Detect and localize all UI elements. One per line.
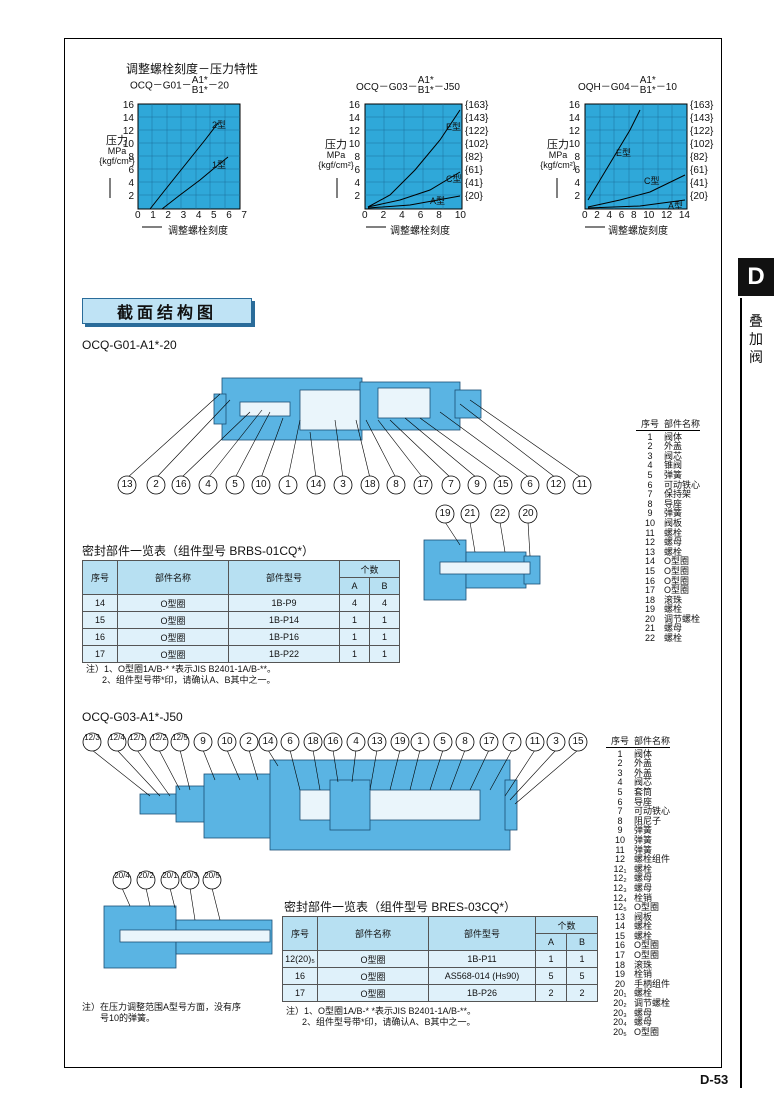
model1-seal-title: 密封部件一览表（组件型号 BRBS-01CQ*）	[82, 544, 315, 558]
chart-3-xlabel: 调整螺旋刻度	[608, 226, 668, 237]
model1-title: OCQ-G01-A1*-20	[82, 338, 177, 352]
chart-3-curve-label-c: C型	[644, 176, 660, 186]
chart-1: OCQ－G01－A1*B1*－20	[100, 76, 280, 236]
chart-2-curve-label-e: E型	[446, 122, 462, 132]
chart-2-plot	[364, 103, 463, 210]
model2-seal-title: 密封部件一览表（组件型号 BRES-03CQ*）	[284, 900, 517, 914]
charts-svg	[109, 103, 688, 228]
page-number: D-53	[700, 1072, 729, 1087]
chart-3-plot	[584, 103, 688, 210]
model1-callouts: 13 2 16 4 5 10 1 14 3 18 8 17 7 9 15 6 1…	[121, 479, 588, 490]
page-frame	[64, 38, 722, 1068]
model2-title: OCQ-G03-A1*-J50	[82, 710, 183, 724]
chart-3-curve-label-a: A型	[668, 201, 684, 211]
chart-2-curve-label-c: C型	[446, 174, 462, 184]
chart-1-plot	[137, 103, 241, 210]
chart-2-xlabel: 调整螺栓刻度	[390, 226, 450, 237]
chart-3-curve-label-e: E型	[616, 148, 632, 158]
side-divider	[740, 298, 742, 1088]
chart-1-curve-label-2: 2型	[212, 120, 227, 130]
chart-3-model: OQH－G04－A1*B1*－10	[578, 75, 677, 96]
chart-3-yticks-right: {163}{143}{122}{102}{82}{61}{41}{20}	[690, 100, 714, 202]
model1-diagram	[117, 377, 592, 601]
charts-heading: 调整螺栓刻度－压力特性	[126, 62, 259, 76]
model2-callouts: 12/3 12/4 12/1 12/2 12/5 9 10 2 14 6 18 …	[84, 733, 584, 747]
chart-2-yticks-right: {163}{143}{122}{102}{82}{61}{41}{20}	[465, 100, 489, 202]
model2-detail-callouts: 20/4 20/2 20/1 20/3 20/5	[114, 871, 220, 880]
model2-note-left: 注）在压力调整范围A型号方面，没有序 号10的弹簧。	[82, 1002, 242, 1023]
chart-2-curve-label-a: A型	[430, 196, 446, 206]
section-title: 截面结构图	[82, 298, 252, 324]
section-tab-label: 叠 加 阀	[749, 313, 763, 365]
chart-1-xlabel: 调整螺栓刻度	[168, 226, 228, 237]
chart-1-model: OCQ－G01－A1*B1*－20	[130, 75, 229, 96]
chart-2-model: OCQ－G03－A1*B1*－J50	[356, 75, 460, 96]
chart-1-curve-label-1: 1型	[212, 160, 227, 170]
section-tab-letter: D	[738, 258, 774, 296]
model1-notes: 注）1、O型圈1A/B-* *表示JIS B2401-1A/B-**。 2、组件…	[86, 664, 277, 685]
model2-diagram	[82, 732, 588, 969]
model1-detail-callouts: 19 21 22 20	[439, 508, 534, 519]
model2-notes: 注）1、O型圈1A/B-* *表示JIS B2401-1A/B-**。 2、组件…	[286, 1006, 477, 1027]
